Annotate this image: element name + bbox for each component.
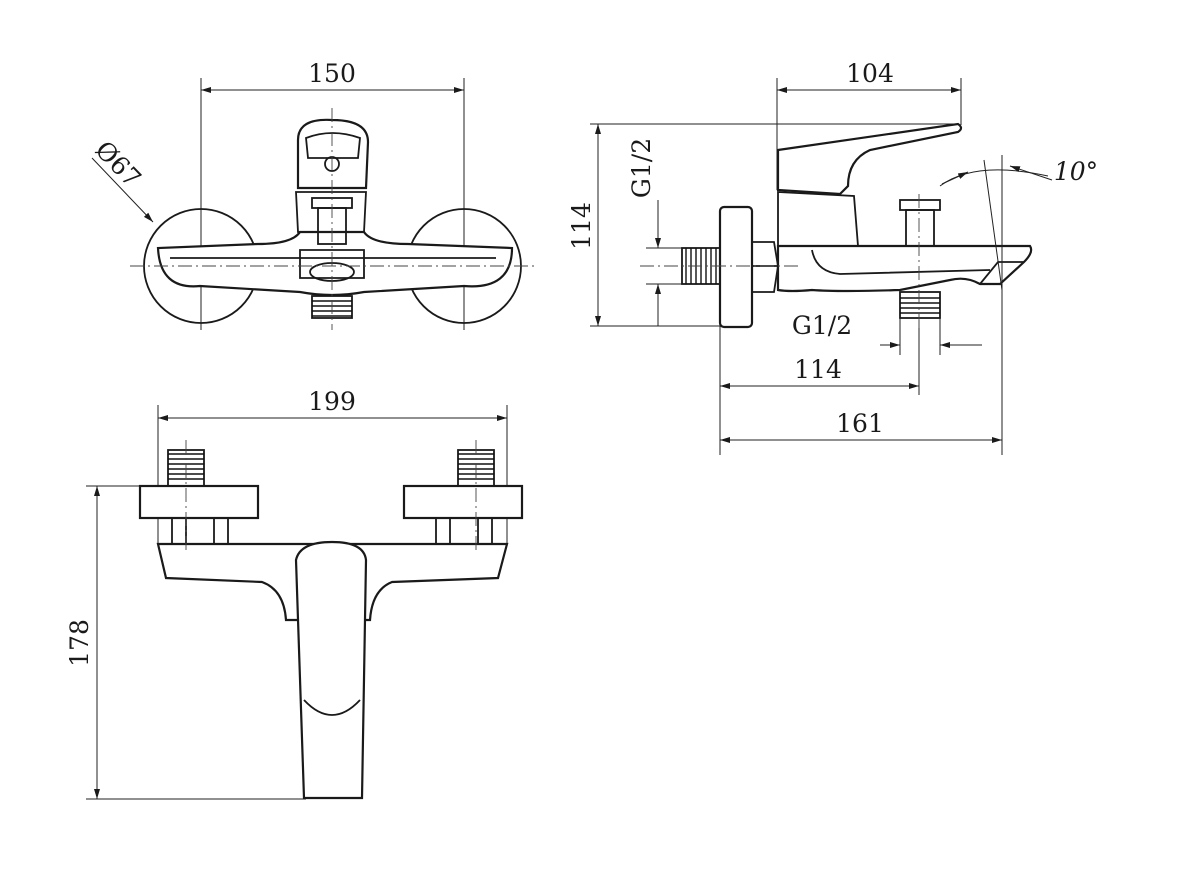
left-flange-top [138,484,260,520]
top-width-dim: 199 [308,387,356,416]
spout-length-dim: 104 [846,59,894,88]
flange-diameter-dim: Ø67 [90,135,147,193]
total-depth-dim: 161 [836,409,884,438]
inlet-thread-dim: G1/2 [627,138,656,198]
side-view: 104 114 G1/2 [567,59,1098,455]
top-depth-dim: 178 [65,619,94,667]
side-height-dim: 114 [567,202,596,250]
diameter-leader [91,157,154,223]
front-width-dim: 150 [308,59,356,88]
front-view: 150 Ø67 [90,59,536,330]
handle-front [296,118,370,190]
mixer-body-side [776,244,1033,293]
wall-flange-side [718,205,754,329]
outlet-thread-dim: G1/2 [792,311,852,340]
right-flange-top [402,484,524,520]
handle-side [776,122,963,196]
handle-top [294,540,368,800]
outlet-position-dim: 114 [794,355,842,384]
spout-angle-dim: 10° [1054,157,1098,186]
top-view: 199 178 [65,387,524,800]
